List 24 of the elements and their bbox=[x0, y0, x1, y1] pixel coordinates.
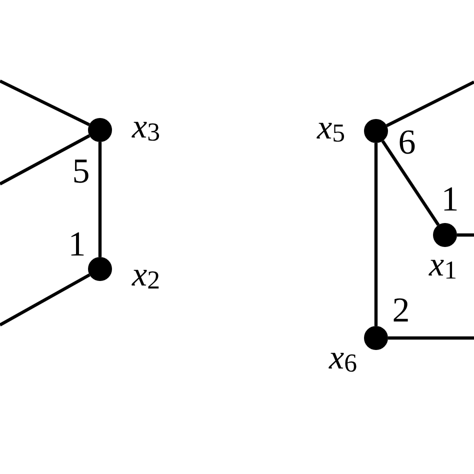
edge-line bbox=[374, 143, 378, 326]
vertex-dot bbox=[364, 326, 388, 350]
vertex-label: x$_{2}$ bbox=[132, 258, 160, 294]
edge-line bbox=[386, 80, 474, 128]
number-label: 5 bbox=[72, 154, 90, 188]
edge-line bbox=[98, 142, 102, 257]
vertex-label: x$_{5}$ bbox=[317, 112, 345, 146]
vertex-dot bbox=[88, 257, 112, 281]
edge-line bbox=[457, 233, 474, 237]
vertex-dot bbox=[364, 119, 388, 143]
number-label: 1 bbox=[68, 226, 86, 262]
vertex-label: x$_{3}$ bbox=[132, 110, 160, 146]
edge-line bbox=[0, 134, 90, 186]
edge-line bbox=[381, 140, 440, 226]
number-label: 2 bbox=[392, 292, 410, 328]
number-label: 1 bbox=[441, 182, 459, 216]
vertex-label: x$_{6}$ bbox=[329, 342, 357, 376]
vertex-dot bbox=[433, 223, 457, 247]
edge-line bbox=[388, 336, 474, 340]
vertex-label: x$_{1}$ bbox=[429, 248, 457, 284]
vertex-dot bbox=[88, 118, 112, 142]
number-label: 6 bbox=[398, 124, 416, 160]
edge-line bbox=[0, 80, 90, 126]
edge-line bbox=[0, 273, 90, 326]
